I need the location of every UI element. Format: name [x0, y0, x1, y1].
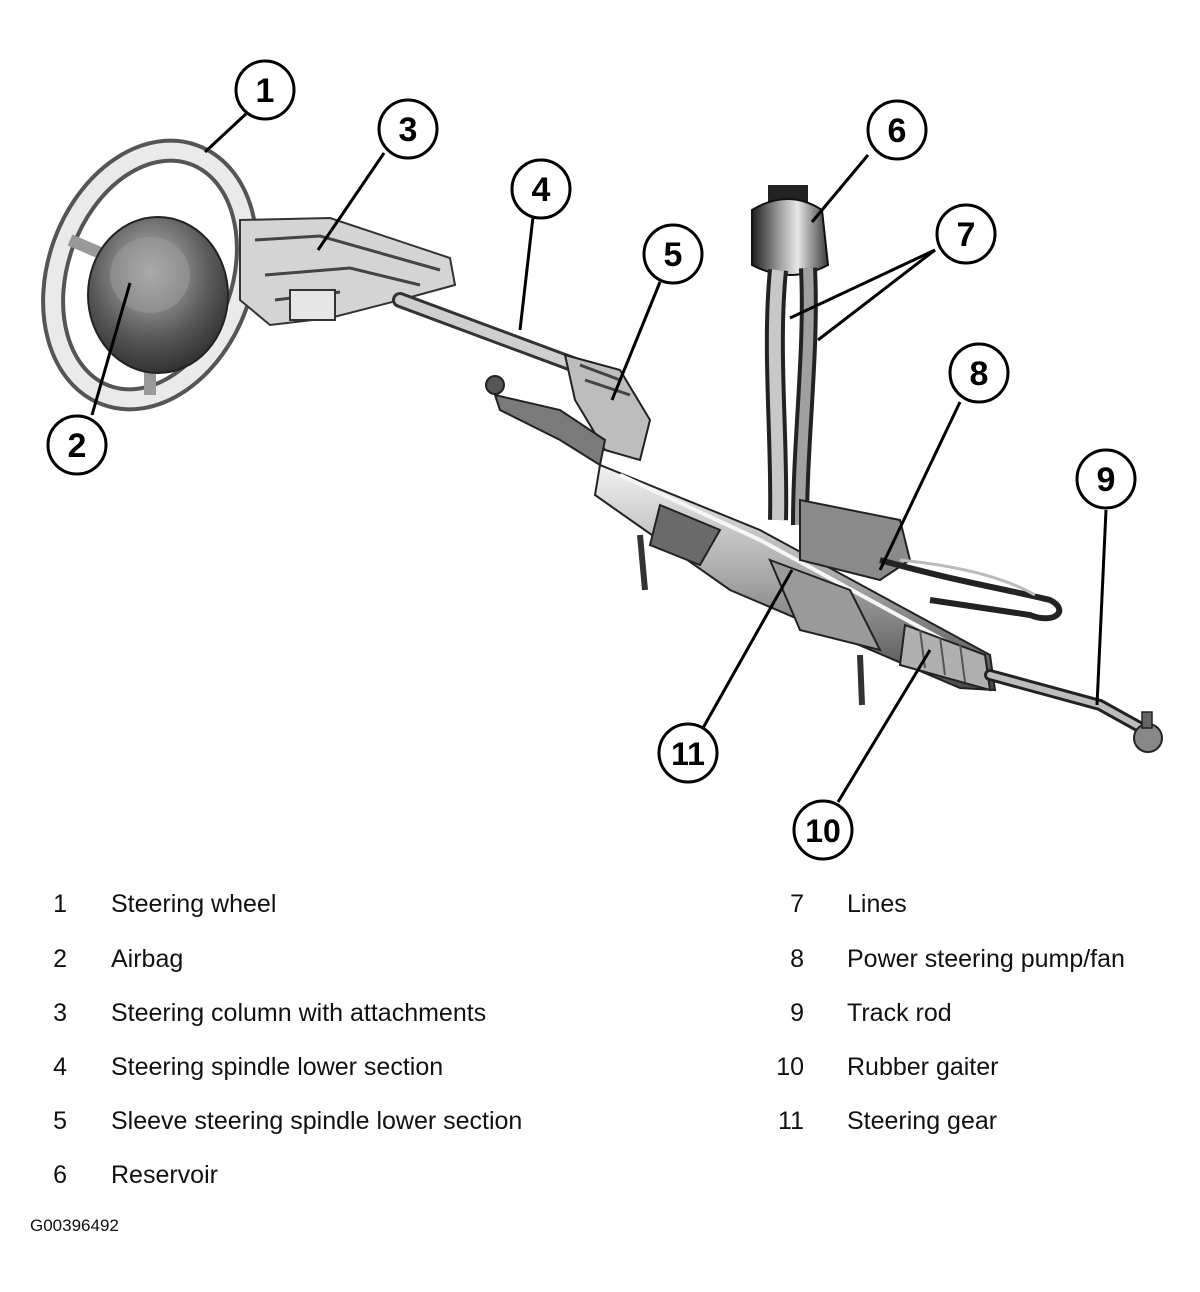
svg-text:7: 7: [957, 216, 976, 254]
steering-gear: [593, 463, 997, 706]
callout-7: 7: [935, 203, 997, 265]
svg-text:9: 9: [1097, 461, 1116, 499]
legend-label: Reservoir: [111, 1161, 218, 1189]
svg-text:4: 4: [532, 171, 551, 209]
legend-label: Steering wheel: [111, 890, 277, 918]
legend-number: 4: [53, 1053, 67, 1081]
callout-11: 11: [657, 722, 719, 784]
legend-number: 2: [53, 945, 67, 973]
callouts: 1 2 3 4 5 6 7 8: [46, 59, 1137, 861]
callout-10: 10: [792, 799, 854, 861]
legend-number: 9: [790, 999, 804, 1027]
legend-label: Steering gear: [847, 1107, 998, 1135]
callout-1: 1: [234, 59, 296, 121]
sleeve-steering-spindle: [563, 353, 652, 462]
svg-text:10: 10: [805, 813, 841, 849]
callout-6: 6: [866, 99, 928, 161]
track-rod: [984, 669, 1163, 753]
legend-number: 5: [53, 1107, 67, 1135]
leader-lines: [90, 110, 1108, 803]
steering-system-diagram: 1 2 3 4 5 6 7 8: [41, 59, 1163, 861]
svg-text:6: 6: [888, 112, 907, 150]
legend-label: Lines: [847, 890, 907, 918]
legend-number: 3: [53, 999, 67, 1027]
callout-8: 8: [948, 342, 1010, 404]
svg-text:3: 3: [399, 111, 418, 149]
legend-label: Track rod: [847, 999, 952, 1027]
figure-id: G00396492: [30, 1216, 119, 1235]
svg-text:2: 2: [68, 427, 87, 465]
legend-label: Steering column with attachments: [111, 999, 487, 1027]
svg-text:8: 8: [970, 355, 989, 393]
legend-number: 7: [790, 890, 804, 918]
rubber-gaiter: [898, 623, 992, 692]
callout-4: 4: [510, 158, 572, 220]
legend-number: 8: [790, 945, 804, 973]
svg-text:1: 1: [256, 72, 275, 110]
airbag: [87, 216, 229, 374]
legend-number: 6: [53, 1161, 67, 1189]
callout-2: 2: [46, 414, 108, 476]
callout-5: 5: [642, 223, 704, 285]
callout-9: 9: [1075, 448, 1137, 510]
steering-spindle-lower-section: [392, 292, 583, 373]
svg-text:11: 11: [671, 736, 705, 772]
reservoir: [751, 185, 830, 276]
legend-label: Airbag: [111, 945, 184, 973]
callout-3: 3: [377, 98, 439, 160]
legend-label: Sleeve steering spindle lower section: [111, 1107, 523, 1135]
legend-label: Power steering pump/fan: [847, 945, 1125, 973]
legend-number: 10: [776, 1053, 804, 1081]
legend-number: 11: [778, 1107, 804, 1135]
legend-number: 1: [53, 890, 67, 918]
legend-label: Steering spindle lower section: [111, 1053, 444, 1081]
power-steering-pump: [799, 498, 1063, 622]
legend-label: Rubber gaiter: [847, 1053, 999, 1081]
lines: [764, 267, 818, 526]
svg-text:5: 5: [664, 236, 683, 274]
